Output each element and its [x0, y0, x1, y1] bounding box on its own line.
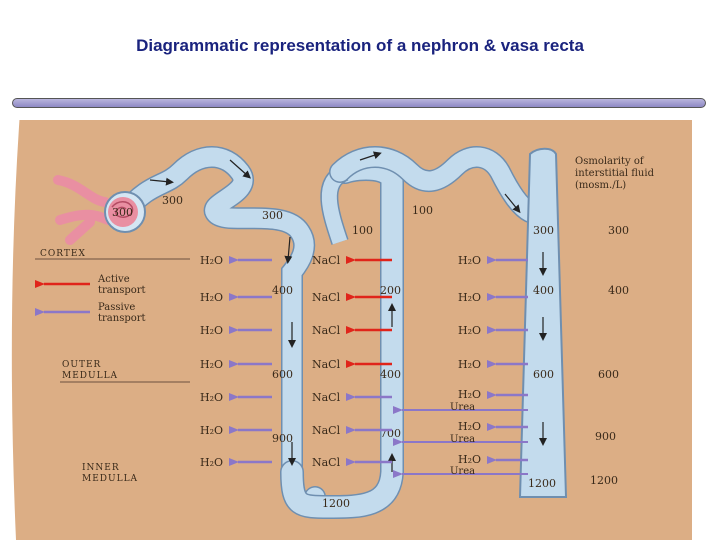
- flow-arrow-1: [149, 177, 174, 186]
- loop-bottom-value: 1200: [322, 497, 350, 510]
- descending-water-arrows: [229, 256, 272, 466]
- interstitial-value-400: 400: [608, 284, 629, 297]
- cortex-label: Cortex: [40, 249, 86, 259]
- water-label-desc-5: H₂O: [200, 391, 223, 404]
- desc-value-600: 600: [272, 368, 293, 381]
- nacl-label-2: NaCl: [312, 291, 341, 304]
- right-white-curve: [694, 112, 720, 540]
- glomerulus-coils: [111, 201, 134, 219]
- nacl-label-7: NaCl: [312, 456, 341, 469]
- cd-value-1200: 1200: [528, 477, 556, 490]
- ascending-nacl-arrows: [346, 256, 392, 466]
- water-label-cd-2: H₂O: [458, 291, 481, 304]
- collecting-duct-water-arrows: [487, 256, 528, 464]
- flow-arrow-9: [504, 193, 521, 214]
- collecting-duct-water-labels: H₂O H₂O H₂O H₂O H₂O H₂O H₂O: [458, 254, 481, 466]
- water-label-desc-3: H₂O: [200, 324, 223, 337]
- water-label-desc-2: H₂O: [200, 291, 223, 304]
- water-label-cd-7: H₂O: [458, 453, 481, 466]
- urea-label-3: Urea: [450, 466, 475, 477]
- cd-value-400: 400: [533, 284, 554, 297]
- water-label-desc-1: H₂O: [200, 254, 223, 267]
- dct-value: 100: [412, 204, 433, 217]
- pct-value-b: 300: [262, 209, 283, 222]
- left-white-curve: [0, 112, 20, 540]
- pct-value-a: 300: [162, 194, 183, 207]
- title-divider-bar: [12, 98, 706, 108]
- proximal-convoluted-tubule-fill: [115, 147, 325, 513]
- asc-value-400: 400: [380, 368, 401, 381]
- urea-arrows: [393, 406, 528, 478]
- interstitial-value-300: 300: [608, 224, 629, 237]
- glomerulus-value: 300: [112, 206, 133, 219]
- interstitial-value-1200: 1200: [590, 474, 618, 487]
- water-label-cd-5: H₂O: [458, 388, 481, 401]
- water-label-desc-4: H₂O: [200, 358, 223, 371]
- nacl-label-4: NaCl: [312, 358, 341, 371]
- asc-value-200: 200: [380, 284, 401, 297]
- interstitial-value-600: 600: [598, 368, 619, 381]
- water-label-cd-6: H₂O: [458, 420, 481, 433]
- descending-water-labels: H₂O H₂O H₂O H₂O H₂O H₂O H₂O: [200, 254, 223, 469]
- ascending-nacl-labels: NaCl NaCl NaCl NaCl NaCl NaCl NaCl: [312, 254, 341, 469]
- water-label-cd-3: H₂O: [458, 324, 481, 337]
- water-label-desc-6: H₂O: [200, 424, 223, 437]
- slide-title: Diagrammatic representation of a nephron…: [136, 36, 584, 55]
- flow-arrow-3: [284, 236, 293, 264]
- desc-value-400: 400: [272, 284, 293, 297]
- water-label-desc-7: H₂O: [200, 456, 223, 469]
- flow-arrow-8: [359, 151, 382, 161]
- nacl-label-1: NaCl: [312, 254, 341, 267]
- urea-labels: Urea Urea Urea: [450, 402, 475, 477]
- cd-value-300: 300: [533, 224, 554, 237]
- distal-convoluted-tubule-fill: [330, 147, 540, 222]
- nacl-label-5: NaCl: [312, 391, 341, 404]
- loop-of-henle-fill: [281, 158, 403, 518]
- flow-arrow-2: [229, 159, 251, 179]
- nacl-label-3: NaCl: [312, 324, 341, 337]
- water-label-cd-1: H₂O: [458, 254, 481, 267]
- nephron-diagram: 300 300 300 100 100 400 600 900 1200 200…: [0, 112, 720, 540]
- thick-top-value: 100: [352, 224, 373, 237]
- water-label-cd-4: H₂O: [458, 358, 481, 371]
- nacl-label-6: NaCl: [312, 424, 341, 437]
- urea-label-2: Urea: [450, 434, 475, 445]
- urea-label-1: Urea: [450, 402, 475, 413]
- cd-value-600: 600: [533, 368, 554, 381]
- interstitial-value-900: 900: [595, 430, 616, 443]
- desc-value-900: 900: [272, 432, 293, 445]
- afferent-arteriole: [53, 175, 113, 245]
